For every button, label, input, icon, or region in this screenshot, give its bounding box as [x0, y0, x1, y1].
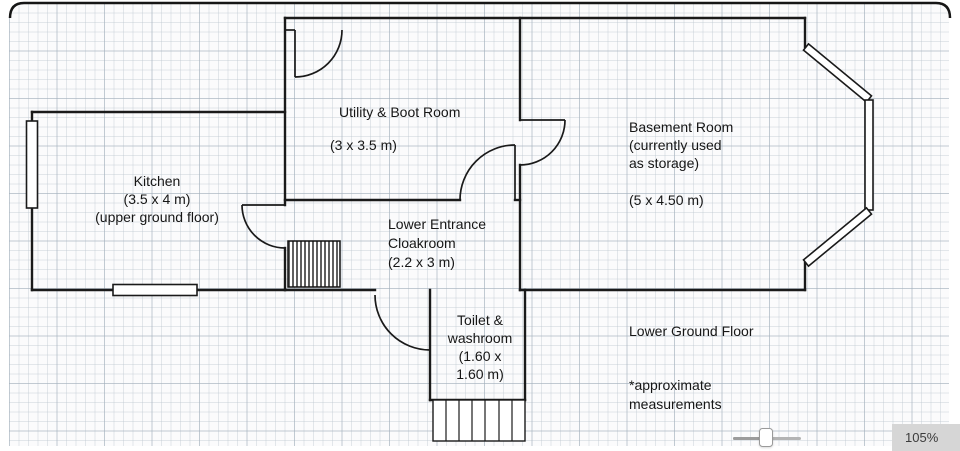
- kitchen-label-line: Kitchen: [134, 173, 181, 189]
- utility-label-line: (3 x 3.5 m): [330, 137, 397, 153]
- exterior-steps: [432, 399, 526, 442]
- kitchen-label-line: (3.5 x 4 m): [124, 191, 191, 207]
- toilet-label-line: washroom: [447, 330, 513, 346]
- toilet-label-line: 1.60 m): [456, 366, 503, 382]
- basement-label-line: (5 x 4.50 m): [629, 192, 704, 208]
- basement-door: [519, 119, 566, 166]
- door-swing-arc: [519, 119, 566, 166]
- cloakroom-label-line: Lower Entrance: [388, 216, 486, 232]
- cloakroom-label-line: Cloakroom: [388, 235, 456, 251]
- floor-title: Lower Ground Floor: [629, 323, 754, 339]
- basement-label-line: as storage): [629, 155, 699, 171]
- zoom-level-value: 105%: [905, 430, 939, 445]
- kitchen-left-window: [25, 120, 39, 209]
- zoom-slider-track-filled: [733, 437, 761, 440]
- cloakroom-label-line: (2.2 x 3 m): [388, 254, 455, 270]
- bay-window: [802, 42, 874, 268]
- basement-room-label: Basement Room (currently used as storage…: [629, 119, 733, 208]
- doors: [241, 29, 566, 351]
- bay-window-panel: [802, 206, 873, 268]
- kitchen-door: [241, 204, 286, 249]
- basement-label-line: (currently used: [629, 137, 722, 153]
- bay-window-panel: [802, 42, 873, 104]
- toilet-label-line: (1.60 x: [459, 348, 502, 364]
- utility-room-label: Utility & Boot Room (3 x 3.5 m): [330, 104, 460, 153]
- lower-entrance-door: [374, 294, 431, 351]
- basement-label-line: Basement Room: [629, 119, 733, 135]
- window-chrome-top: [8, 1, 952, 19]
- measurements-note: *approximate measurements: [629, 377, 722, 412]
- door-swing-arc: [241, 204, 286, 249]
- grid-paper-background: [9, 3, 949, 446]
- kitchen-label-line: (upper ground floor): [95, 209, 219, 225]
- zoom-slider-handle[interactable]: [759, 428, 773, 447]
- door-swing-arc: [294, 29, 343, 78]
- staircase-hatch: [287, 240, 341, 288]
- zoom-level-badge: 105%: [892, 424, 960, 451]
- utility-label-line: Utility & Boot Room: [339, 104, 460, 120]
- door-swing-arc: [459, 144, 516, 201]
- kitchen-bottom-window: [112, 283, 198, 297]
- note-line: measurements: [629, 396, 722, 412]
- bay-window-panel: [864, 99, 874, 211]
- cloakroom-label: Lower Entrance Cloakroom (2.2 x 3 m): [388, 216, 486, 270]
- toilet-label: Toilet & washroom (1.60 x 1.60 m): [447, 312, 513, 382]
- door-swing-arc: [374, 294, 431, 351]
- note-line: *approximate: [629, 377, 712, 393]
- kitchen-label: Kitchen (3.5 x 4 m) (upper ground floor): [95, 173, 219, 225]
- cloakroom-utility-door: [459, 144, 516, 201]
- utility-room-door: [285, 29, 343, 78]
- toilet-label-line: Toilet &: [457, 312, 504, 328]
